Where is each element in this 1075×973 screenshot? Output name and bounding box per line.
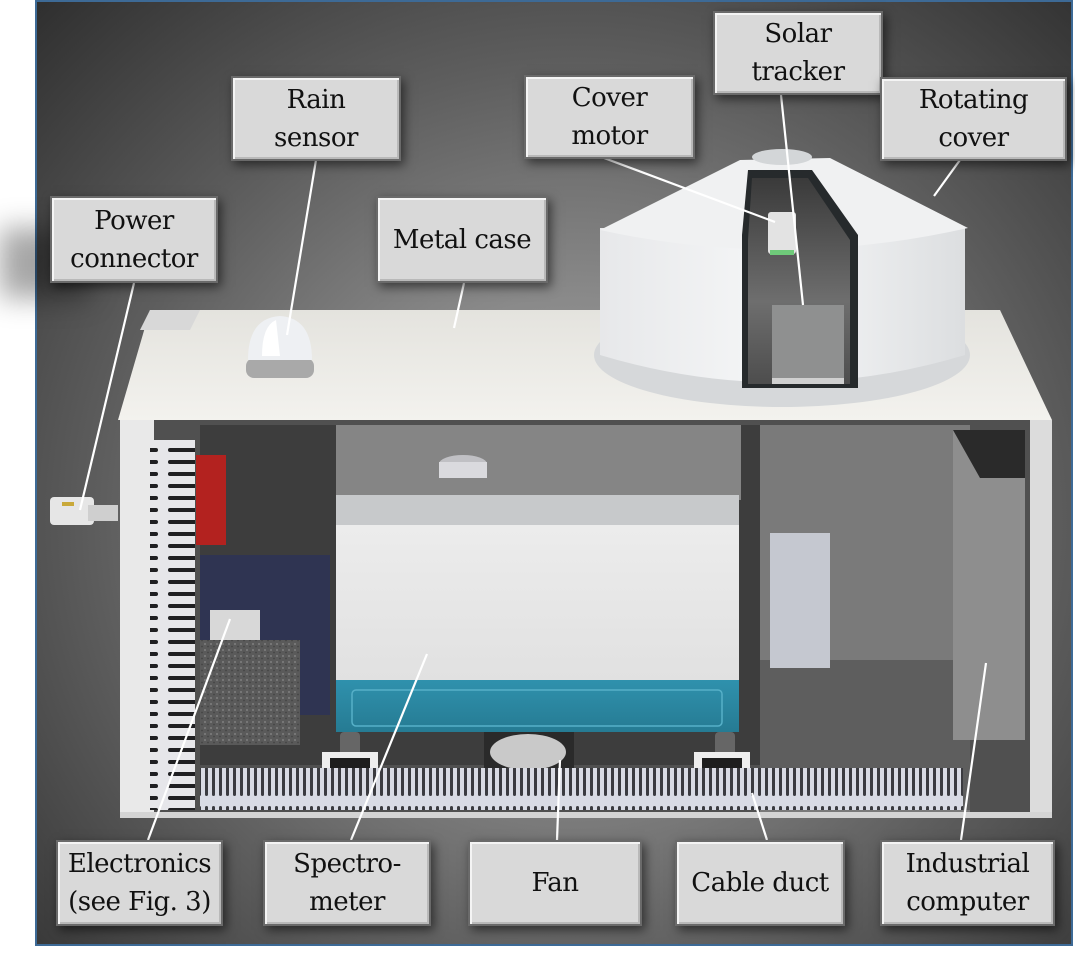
leader-fan [555,759,562,841]
leader-lines [78,94,988,841]
label-text: Power connector [70,205,198,274]
label-metal-case: Metal case [376,196,548,283]
label-text: Metal case [392,224,532,255]
label-cable-duct: Cable duct [675,840,845,926]
label-cover-motor: Cover motor [524,75,695,159]
label-text: Electronics (see Fig. 3) [67,849,212,917]
label-text: Rain sensor [274,84,358,153]
label-rain-sensor: Rain sensor [231,76,401,161]
leader-rain-sensor [285,159,318,336]
leader-electronics [146,618,232,841]
label-text: Rotating cover [918,85,1029,153]
rain-sensor [246,316,314,378]
label-text: Spectro- meter [293,849,401,917]
leader-power-connector [78,282,136,511]
leader-spectrometer [349,653,429,841]
label-text: Cover motor [571,83,648,151]
label-spectrometer: Spectro- meter [263,840,431,926]
leader-metal-case [452,282,466,329]
solar-tracker [772,305,844,384]
power-connector [50,497,118,525]
label-solar-tracker: Solar tracker [713,11,883,95]
leader-industrial-computer [959,662,988,841]
label-text: Cable duct [691,868,829,898]
industrial-computer [953,430,1025,740]
label-text: Industrial computer [905,849,1030,917]
spectrometer [322,425,750,772]
cable-duct [200,768,963,810]
label-fan: Fan [468,840,642,926]
leader-solar-tracker [779,94,805,306]
leader-cover-motor [603,156,776,224]
label-rotating-cover: Rotating cover [880,77,1067,161]
leader-rotating-cover [933,159,961,197]
label-electronics: Electronics (see Fig. 3) [56,840,223,926]
label-industrial-computer: Industrial computer [880,840,1055,926]
label-text: Solar tracker [751,19,845,87]
label-text: Fan [531,868,579,898]
power-supply-box [770,533,830,668]
cover-motor [768,212,796,255]
leader-cable-duct [750,792,769,841]
label-power-connector: Power connector [50,196,218,283]
